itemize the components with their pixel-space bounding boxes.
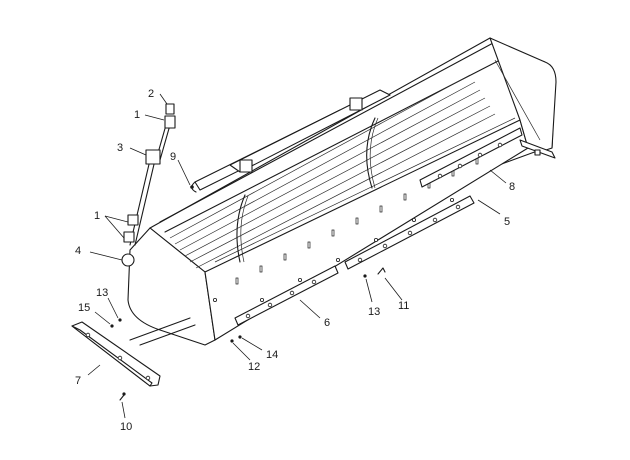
callout-13-right: 13 <box>368 306 380 318</box>
callout-1-upper: 1 <box>134 109 140 121</box>
moldboard-curved-surface <box>169 74 516 269</box>
left-skid-shoe <box>71 317 196 387</box>
callout-5: 5 <box>504 216 510 228</box>
callout-11: 11 <box>398 300 409 312</box>
callout-15: 15 <box>78 302 90 314</box>
front-panel-holes <box>212 197 454 302</box>
callout-12: 12 <box>248 361 260 373</box>
callout-10: 10 <box>120 421 132 433</box>
runner-plate-5 <box>344 195 475 270</box>
callout-9: 9 <box>170 151 176 163</box>
pusher-box-body <box>127 37 557 346</box>
callout-1-lower: 1 <box>94 210 100 222</box>
callout-14: 14 <box>266 349 278 361</box>
callout-7: 7 <box>75 375 81 387</box>
runner-plate-8 <box>419 127 523 188</box>
right-skid-shoe <box>519 139 556 159</box>
callout-labels: 2 1 3 9 1 4 13 15 7 10 12 14 6 13 11 5 8 <box>75 88 515 433</box>
callout-2: 2 <box>148 88 154 100</box>
top-mounting-frame <box>191 89 391 193</box>
callout-6: 6 <box>324 317 330 329</box>
callout-8: 8 <box>509 181 515 193</box>
callout-4: 4 <box>75 245 81 257</box>
leader-lines <box>87 93 507 419</box>
hardware-bolts <box>110 185 386 401</box>
callout-13-left: 13 <box>96 287 108 299</box>
moldboard-slots <box>235 157 479 285</box>
runner-plate-6 <box>234 265 339 326</box>
callout-3: 3 <box>117 142 123 154</box>
linkage-assembly <box>121 103 176 267</box>
